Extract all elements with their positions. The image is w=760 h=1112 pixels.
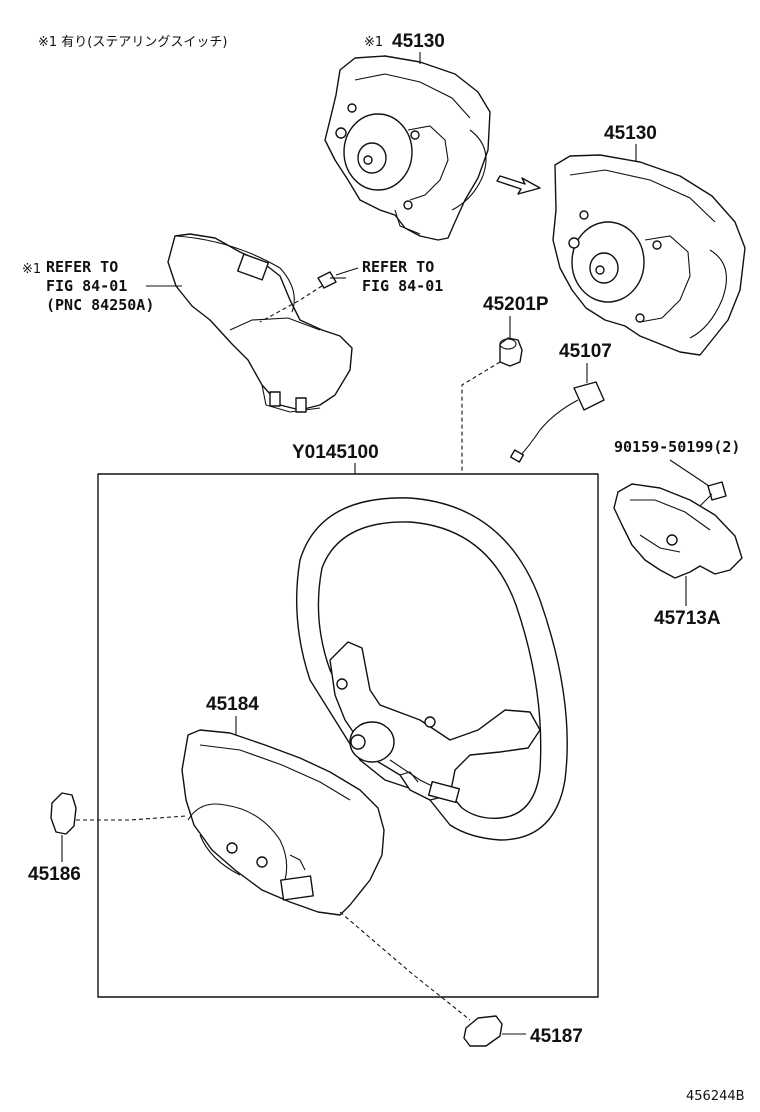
pn-45201p: 45201P [483, 294, 549, 315]
pn-45184: 45184 [206, 694, 259, 715]
pn-45130: 45130 [604, 123, 657, 144]
nut-dashed-path [419, 361, 501, 716]
cap-45187-drawing [463, 1015, 503, 1047]
wire-45107-drawing [509, 381, 605, 463]
screw-ref-line1: REFER TO [362, 258, 434, 276]
switch-ref-prefix: ※1 [22, 262, 41, 277]
airbag-module-marked-drawing [324, 55, 491, 241]
screw-90159-drawing [699, 481, 727, 507]
header-note: ※1 有り(ステアリングスイッチ) [38, 35, 227, 50]
pn-45713a: 45713A [654, 608, 721, 629]
screw-dashed-path [259, 285, 323, 323]
pn-y0145100: Y0145100 [292, 442, 379, 463]
cover-45713a-drawing [613, 483, 743, 579]
switch-screw-drawing [317, 271, 346, 289]
lower-cover-45184-drawing [181, 729, 385, 916]
pn-45186: 45186 [28, 864, 81, 885]
pn-45130-marked: 45130 [392, 31, 445, 52]
pn-45107: 45107 [559, 341, 612, 362]
airbag-module-drawing [552, 154, 746, 356]
screw-ref-line2: FIG 84-01 [362, 277, 443, 295]
switch-ref-line2: FIG 84-01 [46, 277, 127, 295]
nut-45201p-drawing [499, 337, 523, 367]
leader-screw-ref [335, 267, 359, 276]
cap-45186-dashed-path [76, 815, 187, 821]
switch-ref-line3: (PNC 84250A) [46, 296, 154, 314]
pn-45187: 45187 [530, 1026, 583, 1047]
leader-90159 [669, 459, 713, 489]
switch-ref-line1: REFER TO [46, 258, 118, 276]
pn-90159: 90159-50199(2) [614, 438, 740, 456]
cap-45186-drawing [50, 792, 77, 835]
figure-id: 456244B [686, 1089, 745, 1104]
steering-switch-drawing [167, 233, 353, 413]
replacement-arrow-icon [496, 175, 541, 195]
pn-45130-marked-prefix: ※1 [364, 35, 383, 50]
steering-wheel-drawing [295, 497, 568, 841]
cap-45187-dashed-path [339, 911, 471, 1021]
